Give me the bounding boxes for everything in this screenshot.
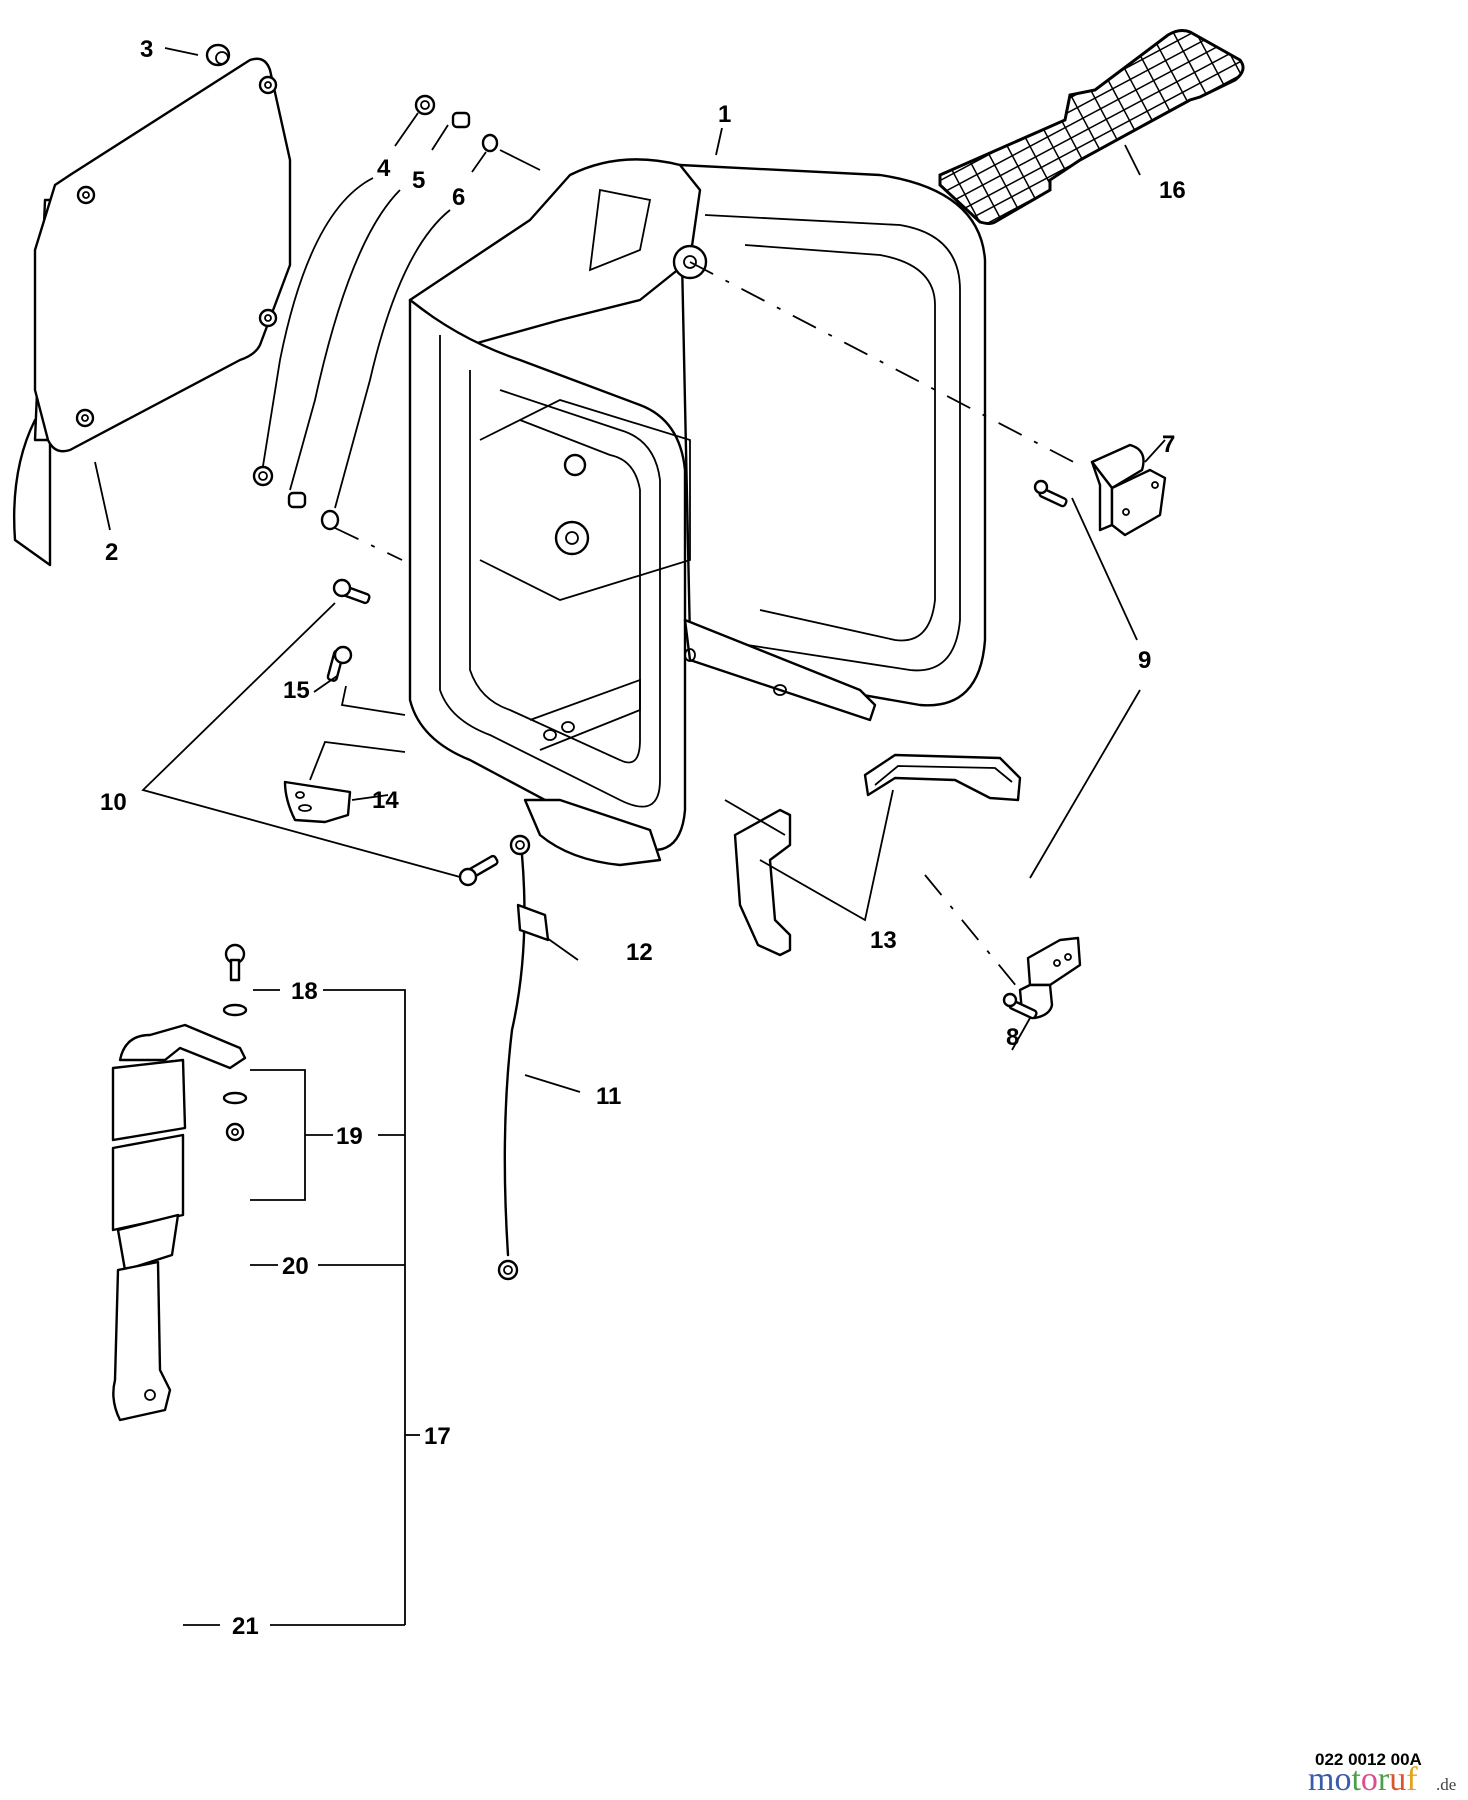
callout-3: 3 (140, 36, 153, 63)
watermark-letter: t (1351, 1761, 1361, 1798)
callout-14: 14 (372, 787, 399, 814)
part-upper-clamp (1033, 443, 1167, 537)
part-lower-clamp (1002, 936, 1082, 1020)
watermark-letter: m (1308, 1761, 1334, 1798)
part-hardware-top (414, 94, 499, 153)
callout-5: 5 (412, 167, 425, 194)
svg-text:motoruf: motoruf (1308, 1761, 1418, 1798)
callout-12: 12 (626, 939, 653, 966)
part-bracket-13 (733, 808, 792, 957)
callout-18: 18 (291, 978, 318, 1005)
callout-7: 7 (1162, 431, 1175, 458)
leader-lines (94, 47, 1166, 1626)
callout-20: 20 (282, 1253, 309, 1280)
callout-1: 1 (718, 101, 731, 128)
part-ground-wire (497, 834, 531, 1281)
part-grommet (205, 43, 231, 67)
callout-19: 19 (336, 1123, 363, 1150)
watermark-logo: motoruf .de (1308, 1761, 1456, 1798)
callout-2: 2 (105, 539, 118, 566)
watermark-suffix: .de (1436, 1775, 1456, 1794)
callout-17: 17 (424, 1423, 451, 1450)
callout-16: 16 (1159, 177, 1186, 204)
part-hardware-bottom (252, 465, 340, 531)
part-back-pad-mesh (938, 29, 1245, 225)
part-cover-plate (12, 57, 292, 567)
part-bracket-14 (283, 780, 352, 824)
callout-10: 10 (100, 789, 127, 816)
watermark-letter: o (1361, 1761, 1378, 1798)
watermark-letter: u (1389, 1761, 1406, 1798)
callout-8: 8 (1006, 1024, 1019, 1051)
callout-13: 13 (870, 927, 897, 954)
watermark-letter: o (1334, 1761, 1351, 1798)
callout-15: 15 (283, 677, 310, 704)
part-handle (863, 753, 1022, 802)
callout-6: 6 (452, 184, 465, 211)
drawing-number: 022 0012 00A (1315, 1750, 1422, 1769)
callout-9: 9 (1138, 647, 1151, 674)
watermark-letter: r (1378, 1761, 1390, 1798)
callout-21: 21 (232, 1613, 259, 1640)
watermark-letter: f (1406, 1761, 1418, 1798)
part-frame (408, 158, 987, 867)
callout-4: 4 (377, 155, 391, 182)
part-pad (516, 903, 550, 942)
callout-labels: 1 2 3 4 5 6 7 8 9 10 11 12 13 14 15 16 1… (100, 36, 1186, 1640)
callout-11: 11 (596, 1083, 621, 1110)
part-strap-assembly (111, 943, 248, 1422)
